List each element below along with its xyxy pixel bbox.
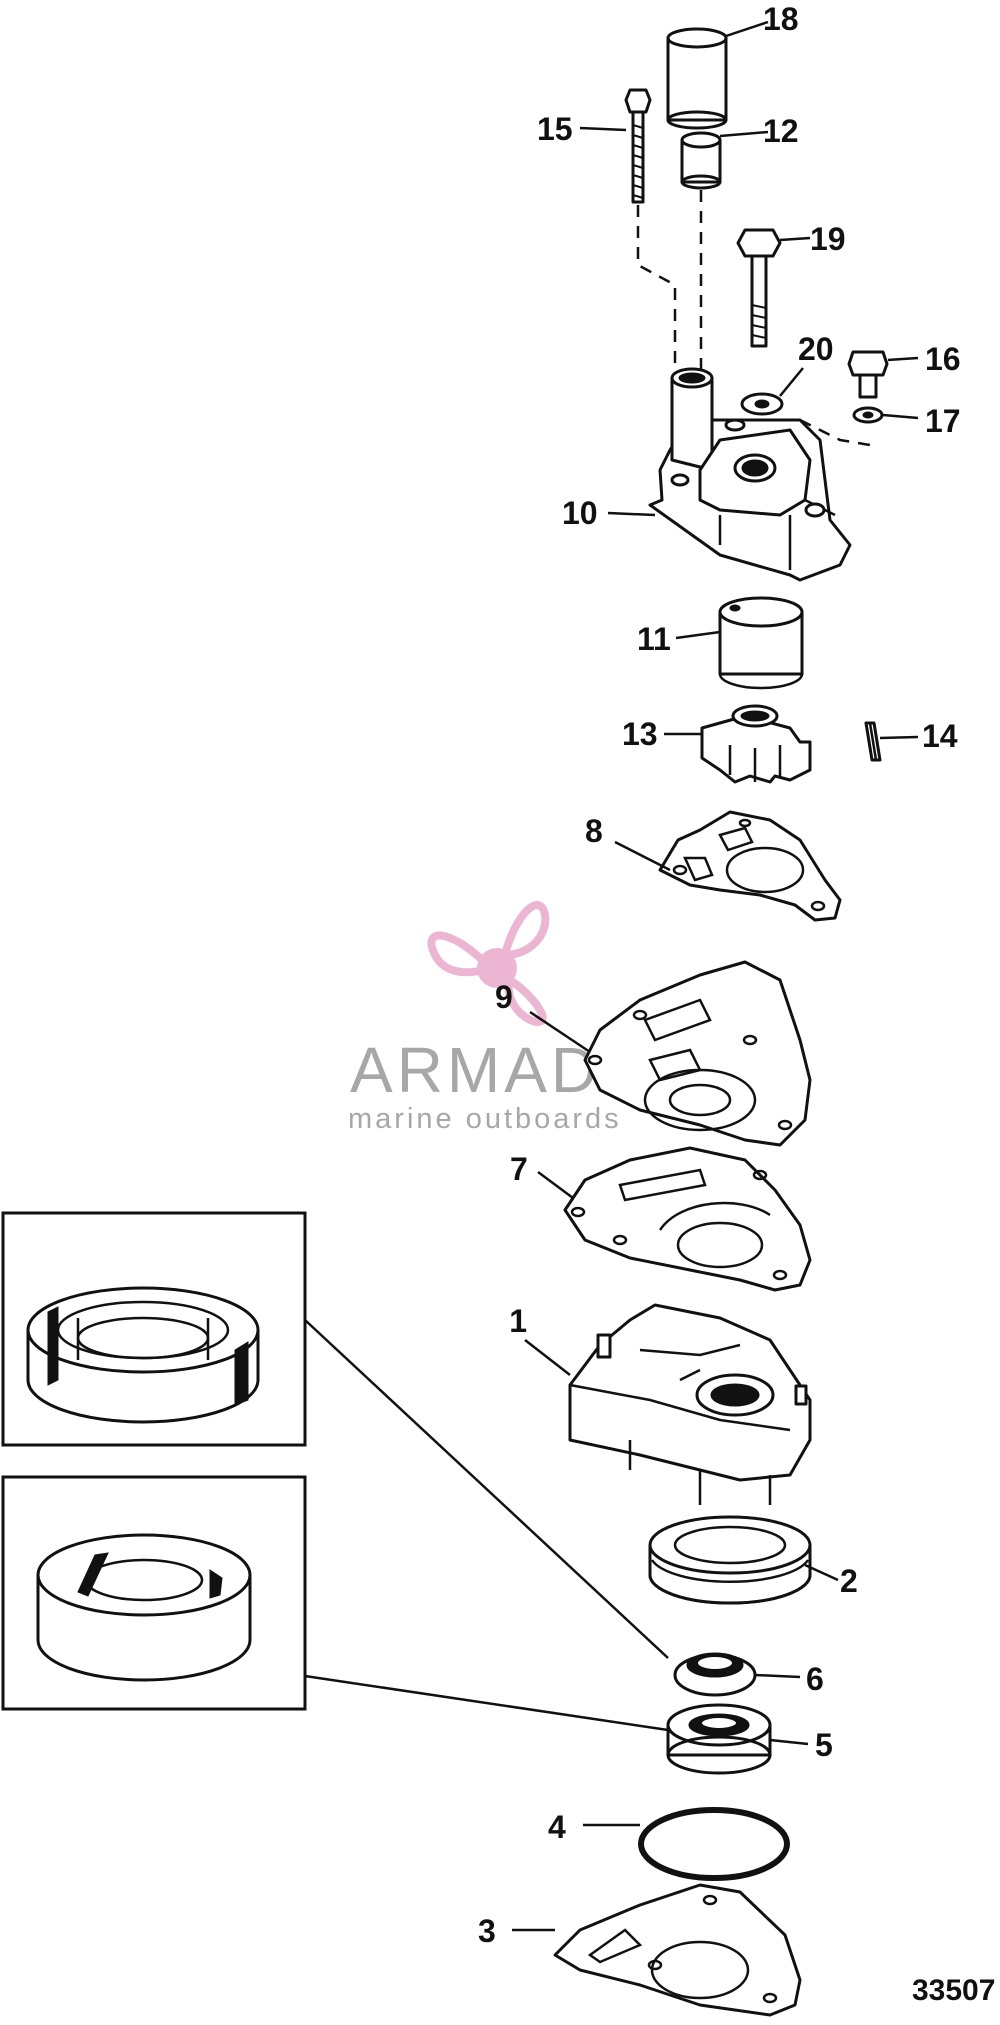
callout-4: 4 xyxy=(548,1809,566,1845)
part-1-base-housing xyxy=(568,1303,812,1505)
part-7-gasket xyxy=(563,1146,812,1292)
callout-8: 8 xyxy=(585,813,603,849)
part-13-impeller xyxy=(700,704,812,784)
callout-14: 14 xyxy=(922,718,958,754)
part-6-seal xyxy=(673,1652,757,1697)
callout-19: 19 xyxy=(810,221,846,257)
part-12-sleeve xyxy=(680,131,722,190)
inset-bearing-detail xyxy=(1,1475,307,1711)
callout-5: 5 xyxy=(815,1727,833,1763)
callout-3: 3 xyxy=(478,1913,496,1949)
part-11-rubber-cylinder xyxy=(718,596,804,690)
part-8-gasket xyxy=(658,810,842,922)
part-16-small-bolt xyxy=(847,350,889,399)
callout-11: 11 xyxy=(637,621,671,657)
figure-number: 33507 xyxy=(912,1974,995,2007)
callout-16: 16 xyxy=(925,341,961,377)
watermark-tagline: marine outboards xyxy=(348,1103,622,1135)
callout-10: 10 xyxy=(562,495,598,531)
callout-13: 13 xyxy=(622,716,658,752)
part-19-bolt xyxy=(736,228,782,348)
part-2-seal-carrier xyxy=(648,1515,812,1605)
callout-15: 15 xyxy=(537,111,573,147)
part-4-o-ring xyxy=(638,1807,790,1881)
callout-2: 2 xyxy=(840,1563,858,1599)
part-17-washer xyxy=(852,406,884,424)
callout-7: 7 xyxy=(510,1151,528,1187)
part-10-pump-housing xyxy=(648,367,852,582)
part-5-bearing xyxy=(666,1703,772,1775)
part-20-washer xyxy=(740,392,784,416)
part-18-tube xyxy=(666,27,728,130)
callout-6: 6 xyxy=(806,1661,824,1697)
callout-9: 9 xyxy=(495,979,513,1015)
watermark-propeller-logo xyxy=(427,901,550,1026)
inset-seal-detail xyxy=(1,1211,307,1447)
part-14-key xyxy=(864,721,882,762)
callout-12: 12 xyxy=(763,113,799,149)
part-9-plate xyxy=(583,960,812,1147)
callout-1: 1 xyxy=(509,1303,527,1339)
callout-18: 18 xyxy=(763,1,799,37)
callout-17: 17 xyxy=(925,403,961,439)
part-15-screw xyxy=(624,88,652,204)
part-3-bottom-gasket xyxy=(553,1883,802,2017)
callout-20: 20 xyxy=(798,331,834,367)
